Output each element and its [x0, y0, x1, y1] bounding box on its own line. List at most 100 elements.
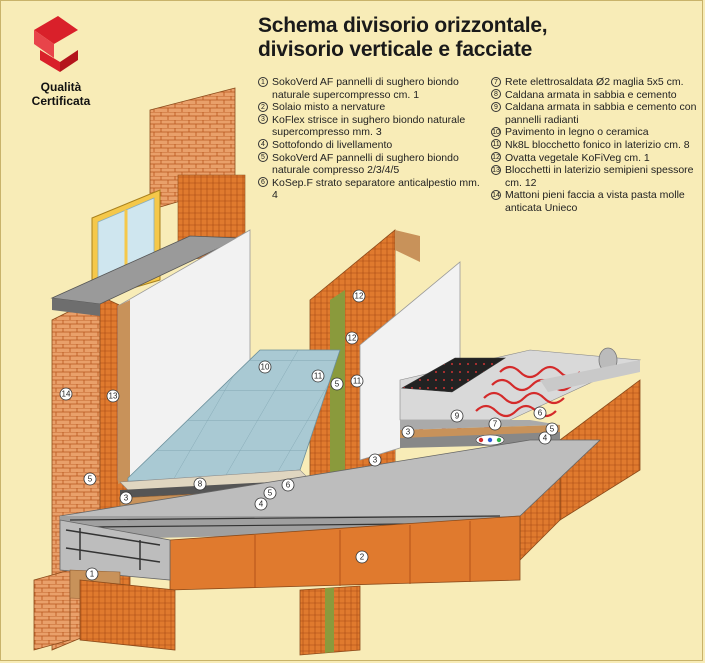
svg-text:6: 6 — [538, 409, 543, 418]
legend-item: 9 Caldana armata in sabbia e cemento con … — [491, 101, 701, 126]
legend-text: KoSep.F strato separatore anticalpestio … — [272, 176, 480, 202]
svg-text:4: 4 — [543, 434, 548, 443]
legend-item: 8 Caldana armata in sabbia e cemento — [491, 89, 701, 102]
legend-text: Sottofondo di livellamento — [272, 138, 393, 151]
legend-text: Pavimento in legno o ceramica — [505, 126, 649, 139]
lower-wall — [79, 579, 361, 656]
legend-item: 11 Nk8L blocchetto fonico in laterizio cm… — [491, 139, 701, 152]
callout: 6 — [533, 406, 547, 420]
svg-text:4: 4 — [259, 500, 264, 509]
title-line-1: Schema divisorio orizzontale, — [258, 14, 548, 37]
upper-brick-wall — [149, 87, 246, 261]
legend-number: 9 — [491, 101, 501, 112]
callout: 14 — [59, 387, 73, 401]
legend-item: 5 SokoVerd AF pannelli di sughero biondo … — [258, 152, 483, 177]
callout: 4 — [538, 431, 552, 445]
svg-text:2: 2 — [360, 553, 365, 562]
svg-text:9: 9 — [455, 412, 460, 421]
legend-item: 7 Rete elettrosaldata Ø2 maglia 5x5 cm. — [491, 76, 701, 89]
legend-right-column: 7 Rete elettrosaldata Ø2 maglia 5x5 cm. 8… — [491, 76, 701, 215]
callout: 4 — [254, 497, 268, 511]
callout: 5 — [545, 422, 559, 436]
legend-number: 6 — [258, 177, 268, 188]
svg-text:5: 5 — [550, 425, 555, 434]
callout: 3 — [401, 425, 415, 439]
legend-item: 12 Ovatta vegetale KoFiVeg cm. 1 — [491, 152, 701, 165]
svg-text:5: 5 — [88, 475, 93, 484]
legend-item: 4 Sottofondo di livellamento — [258, 139, 483, 152]
callout: 10 — [258, 360, 272, 374]
svg-text:11: 11 — [314, 372, 323, 381]
legend-number: 3 — [258, 114, 268, 125]
legend-number: 2 — [258, 101, 268, 112]
svg-text:8: 8 — [198, 480, 203, 489]
callout: 5 — [330, 377, 344, 391]
svg-text:3: 3 — [406, 428, 411, 437]
radiant-floor-area — [399, 347, 642, 448]
svg-text:3: 3 — [124, 494, 129, 503]
legend-text: Rete elettrosaldata Ø2 maglia 5x5 cm. — [505, 76, 684, 88]
callout: 11 — [350, 374, 364, 388]
page-title: Schema divisorio orizzontale, divisorio … — [258, 14, 698, 62]
legend-number: 7 — [491, 76, 501, 87]
legend-text: Nk8L blocchetto fonico in laterizio cm. … — [505, 138, 690, 151]
legend-text: Caldana armata in sabbia e cemento — [505, 88, 677, 101]
callout: 5 — [263, 486, 277, 500]
legend-text: Caldana armata in sabbia e cemento con p… — [505, 101, 697, 126]
callout: 5 — [83, 472, 97, 486]
legend-item: 1 SokoVerd AF pannelli di sughero biondo … — [258, 76, 483, 101]
legend-number: 14 — [491, 189, 501, 200]
callout: 8 — [193, 477, 207, 491]
svg-text:7: 7 — [493, 420, 498, 429]
callout: 1 — [85, 567, 99, 581]
rib-block-floor — [59, 515, 521, 601]
legend-text: SokoVerd AF pannelli di sughero biondo n… — [272, 76, 459, 101]
callout: 9 — [450, 409, 464, 423]
legend-item: 2 Solaio misto a nervature — [258, 101, 483, 114]
svg-text:11: 11 — [353, 377, 362, 386]
legend-text: SokoVerd AF pannelli di sughero biondo n… — [272, 151, 459, 177]
legend-number: 4 — [258, 139, 268, 150]
svg-text:3: 3 — [373, 456, 378, 465]
legend-text: Solaio misto a nervature — [272, 101, 386, 114]
svg-text:6: 6 — [286, 481, 291, 490]
logo-caption: Qualità Certificata — [16, 80, 106, 108]
legend-number: 1 — [258, 76, 268, 87]
logo-line-2: Certificata — [31, 94, 91, 108]
legend-item: 10 Pavimento in legno o ceramica — [491, 126, 701, 139]
callout: 3 — [119, 491, 133, 505]
svg-text:13: 13 — [109, 392, 118, 401]
svg-text:14: 14 — [62, 390, 71, 399]
callout: 12 — [345, 331, 359, 345]
callout: 6 — [281, 478, 295, 492]
legend-number: 5 — [258, 152, 268, 163]
svg-text:5: 5 — [335, 380, 340, 389]
callout: 13 — [106, 389, 120, 403]
callout: 3 — [368, 453, 382, 467]
legend-number: 13 — [491, 164, 501, 175]
title-line-2: divisorio verticale e facciate — [258, 38, 533, 61]
callout: 11 — [311, 369, 325, 383]
svg-text:5: 5 — [268, 489, 273, 498]
svg-text:1: 1 — [90, 570, 95, 579]
svg-text:12: 12 — [348, 334, 357, 343]
legend-item: 6 KoSep.F strato separatore anticalpestio… — [258, 177, 483, 202]
legend-number: 11 — [491, 139, 501, 150]
q-certification-logo-icon — [34, 16, 78, 72]
legend-text: Mattoni pieni faccia a vista pasta molle… — [505, 189, 685, 214]
logo-line-1: Qualità — [40, 80, 82, 94]
legend-number: 10 — [491, 126, 501, 137]
concrete-slab — [59, 439, 602, 541]
callout: 12 — [352, 289, 366, 303]
legend-text: Blocchetti in laterizio semipieni spesso… — [505, 164, 694, 189]
legend-text: KoFlex strisce in sughero biondo natural… — [272, 113, 466, 139]
callouts: 1 2 3 3 3 4 4 5 5 5 5 6 6 7 8 9 10 11 11… — [59, 289, 559, 581]
legend-number: 12 — [491, 152, 501, 163]
legend-number: 8 — [491, 89, 501, 100]
legend-item: 14 Mattoni pieni faccia a vista pasta mol… — [491, 189, 701, 214]
legend-text: Ovatta vegetale KoFiVeg cm. 1 — [505, 151, 650, 164]
callout: 2 — [355, 550, 369, 564]
